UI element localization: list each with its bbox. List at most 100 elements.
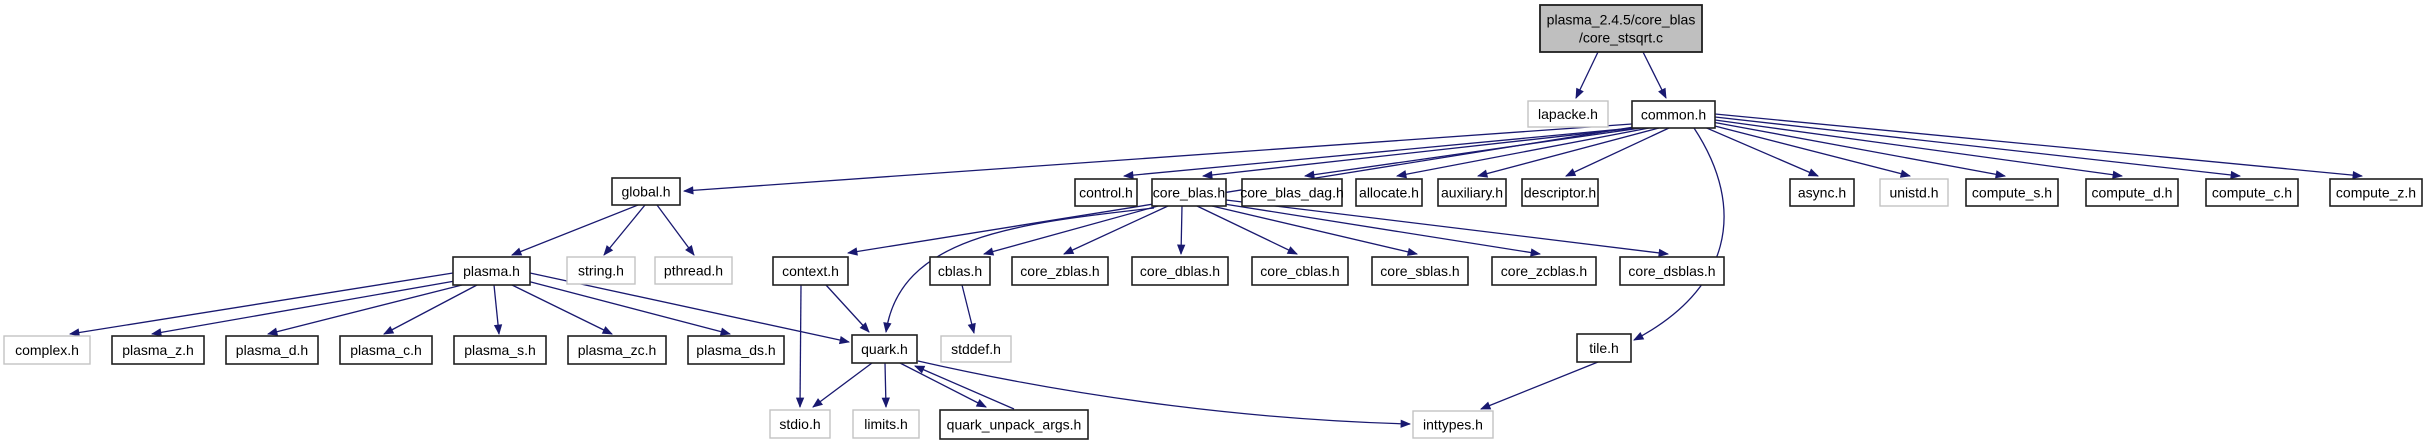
node-global_h[interactable]: global.h (611, 177, 681, 206)
node-label-tile_h: tile.h (1589, 340, 1619, 356)
edge-cblas_h-to-stddef_h (961, 284, 976, 335)
node-label-plasma_ds_h: plasma_ds.h (696, 342, 775, 358)
edge-core_blas_h-to-core_zcblas_h (1223, 203, 1542, 257)
node-label-context_h: context.h (782, 263, 839, 279)
node-control_h[interactable]: control.h (1074, 178, 1138, 207)
node-tile_h[interactable]: tile.h (1576, 333, 1632, 363)
edge-plasma_h-to-plasma_d_h (266, 284, 463, 336)
node-string_h: string.h (566, 256, 636, 285)
edge-core_blas_h-to-core_dsblas_h (1225, 199, 1670, 257)
node-core_zcblas_h[interactable]: core_zcblas.h (1491, 256, 1597, 286)
node-label-limits_h: limits.h (864, 416, 908, 432)
edge-common_h-to-compute_z_h (1714, 113, 2364, 180)
node-compute_z_h[interactable]: compute_z.h (2329, 178, 2423, 207)
node-core_sblas_h[interactable]: core_sblas.h (1371, 256, 1469, 286)
node-core_blas_dag_h[interactable]: core_blas_dag.h (1240, 178, 1344, 207)
node-cblas_h[interactable]: cblas.h (929, 256, 991, 286)
node-core_cblas_h[interactable]: core_cblas.h (1251, 256, 1349, 286)
edge-plasma_h-to-complex_h (68, 272, 454, 337)
edge-quark_unpack_args_h-to-quark_h (914, 365, 1015, 410)
edge-common_h-to-core_blas_h (1201, 127, 1637, 180)
node-core_dsblas_h[interactable]: core_dsblas.h (1619, 256, 1725, 286)
node-label-compute_c_h: compute_c.h (2212, 185, 2292, 201)
node-core_zblas_h[interactable]: core_zblas.h (1011, 256, 1109, 286)
node-allocate_h[interactable]: allocate.h (1355, 178, 1423, 207)
node-label-core_zcblas_h: core_zcblas.h (1501, 263, 1587, 279)
edge-root-to-common_h (1642, 51, 1667, 99)
node-common_h[interactable]: common.h (1631, 100, 1716, 129)
node-lapacke_h: lapacke.h (1527, 100, 1609, 128)
edge-plasma_h-to-plasma_z_h (150, 280, 456, 337)
node-stdio_h: stdio.h (769, 409, 831, 439)
edge-global_h-to-pthread_h (656, 204, 695, 256)
node-async_h[interactable]: async.h (1789, 178, 1855, 207)
node-plasma_d_h[interactable]: plasma_d.h (225, 335, 319, 365)
edge-plasma_h-to-plasma_s_h (493, 284, 503, 336)
node-label-cblas_h: cblas.h (938, 263, 982, 279)
node-plasma_z_h[interactable]: plasma_z.h (111, 335, 205, 365)
node-plasma_c_h[interactable]: plasma_c.h (339, 335, 433, 365)
node-label-stddef_h: stddef.h (951, 341, 1001, 357)
node-quark_unpack_args_h[interactable]: quark_unpack_args.h (939, 409, 1089, 440)
node-compute_d_h[interactable]: compute_d.h (2085, 178, 2179, 207)
node-auxiliary_h[interactable]: auxiliary.h (1437, 178, 1507, 207)
edge-common_h-to-unistd_h (1706, 123, 1912, 178)
node-label-control_h: control.h (1079, 185, 1133, 201)
node-label-core_blas_dag_h: core_blas_dag.h (1240, 185, 1344, 201)
node-label-auxiliary_h: auxiliary.h (1441, 185, 1503, 201)
node-context_h[interactable]: context.h (772, 256, 849, 286)
edge-common_h-to-async_h (1701, 125, 1819, 177)
edge-common_h-to-compute_d_h (1714, 119, 2124, 179)
node-label-core_dsblas_h: core_dsblas.h (1628, 263, 1715, 279)
edge-common_h-to-tile_h (1633, 127, 1725, 341)
node-label-core_blas_h: core_blas.h (1153, 185, 1225, 201)
node-quark_h[interactable]: quark.h (851, 334, 918, 364)
edge-core_blas_h-to-core_zblas_h (1063, 205, 1169, 255)
edge-quark_h-to-limits_h (881, 362, 890, 409)
edge-quark_h-to-inttypes_h (917, 360, 1412, 428)
node-plasma_ds_h[interactable]: plasma_ds.h (687, 335, 785, 365)
node-label-compute_s_h: compute_s.h (1972, 185, 2052, 201)
node-label-common_h: common.h (1641, 107, 1706, 123)
node-label-plasma_d_h: plasma_d.h (236, 342, 308, 358)
node-label-plasma_zc_h: plasma_zc.h (578, 342, 657, 358)
edge-global_h-to-string_h (603, 204, 646, 256)
node-label-async_h: async.h (1798, 185, 1846, 201)
node-core_blas_h[interactable]: core_blas.h (1151, 178, 1227, 207)
node-plasma_s_h[interactable]: plasma_s.h (453, 335, 547, 365)
edge-common_h-to-compute_c_h (1714, 116, 2242, 180)
node-plasma_zc_h[interactable]: plasma_zc.h (567, 335, 667, 365)
edge-core_blas_h-to-core_dblas_h (1177, 205, 1186, 256)
node-plasma_h[interactable]: plasma.h (452, 256, 531, 286)
node-label-complex_h: complex.h (15, 342, 79, 358)
edge-context_h-to-quark_h (825, 284, 870, 333)
node-label-allocate_h: allocate.h (1359, 185, 1419, 201)
edge-common_h-to-control_h (1122, 127, 1634, 180)
edge-common_h-to-auxiliary_h (1476, 127, 1660, 178)
edge-global_h-to-plasma_h (511, 204, 639, 256)
edge-common_h-to-global_h (682, 123, 1633, 195)
node-limits_h: limits.h (852, 409, 920, 439)
node-label-core_zblas_h: core_zblas.h (1020, 263, 1099, 279)
node-unistd_h: unistd.h (1879, 178, 1949, 207)
node-inttypes_h: inttypes.h (1412, 410, 1494, 439)
edge-plasma_h-to-plasma_ds_h (526, 280, 732, 336)
node-complex_h: complex.h (3, 335, 91, 365)
node-stddef_h: stddef.h (940, 335, 1012, 363)
node-label-unistd_h: unistd.h (1889, 185, 1938, 201)
node-label-plasma_h: plasma.h (463, 263, 520, 279)
node-descriptor_h[interactable]: descriptor.h (1521, 178, 1599, 207)
node-compute_s_h[interactable]: compute_s.h (1965, 178, 2059, 207)
node-compute_c_h[interactable]: compute_c.h (2205, 178, 2299, 207)
edge-plasma_h-to-plasma_zc_h (511, 284, 613, 335)
node-label-root: plasma_2.4.5/core_blas/core_stsqrt.c (1547, 12, 1696, 46)
node-label-core_dblas_h: core_dblas.h (1140, 263, 1220, 279)
node-pthread_h: pthread.h (654, 256, 733, 285)
edge-core_blas_h-to-core_cblas_h (1196, 205, 1298, 255)
edge-root-to-lapacke_h (1575, 51, 1599, 99)
node-label-stdio_h: stdio.h (779, 416, 820, 432)
node-label-pthread_h: pthread.h (664, 263, 723, 279)
node-core_dblas_h[interactable]: core_dblas.h (1131, 256, 1229, 286)
node-root: plasma_2.4.5/core_blas/core_stsqrt.c (1539, 4, 1703, 53)
